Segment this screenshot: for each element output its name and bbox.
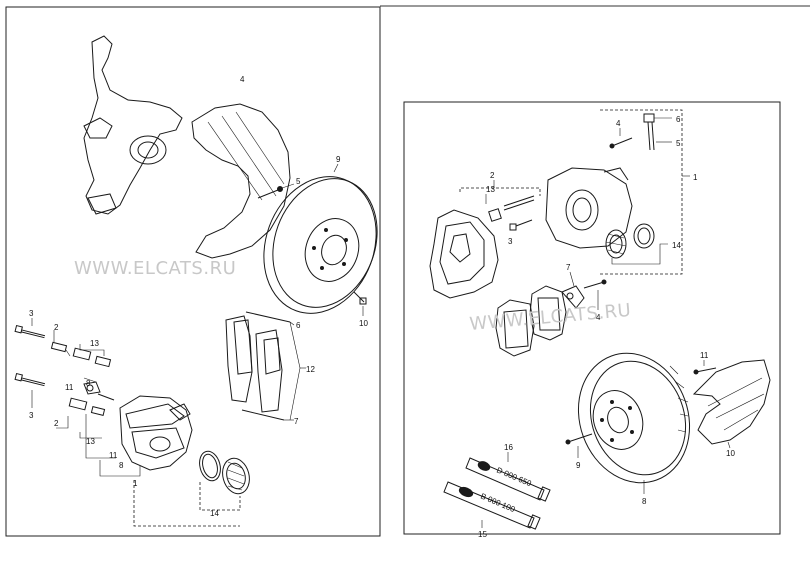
left-splash-shield [191,103,291,259]
left-callout: 8 [86,379,91,388]
right-callout: 6 [676,115,681,124]
right-carrier-bracket [429,209,499,299]
right-bleeder-screw [643,113,672,151]
left-callout: 11 [109,451,118,460]
right-piston-seal [605,223,668,265]
right-brake-pads [495,271,585,357]
left-brake-pads [225,311,306,421]
left-panel-frame [5,6,381,537]
left-screw-5 [257,183,295,199]
left-callout: 3 [29,309,34,318]
tube-bottom-label: B 000 100 [479,492,517,515]
right-callout: 3 [508,237,513,246]
left-panel: WWW.ELCATS.RU 4 9 5 10 3 2 13 6 8 12 11 … [5,6,381,537]
right-panel-frame [403,101,781,535]
right-panel: D 000 650 B 000 100 WWW.ELCATS.RU 6 4 5 … [403,101,781,539]
left-piston-seal [199,450,250,495]
right-splash-shield [692,359,771,449]
left-callout: 1 [133,479,138,488]
left-callout: 11 [65,383,74,392]
left-callout: 7 [294,417,299,426]
left-bolts-3 [14,318,46,408]
left-callout: 13 [90,339,99,348]
left-callout: 8 [119,461,124,470]
tube-top-label: D 000 650 [495,466,533,489]
right-callout: 2 [490,171,495,180]
right-callout: 11 [700,351,709,360]
right-caliper [545,167,633,249]
right-callout: 13 [486,185,495,194]
right-callout: 10 [726,449,735,458]
right-callout: 9 [576,461,581,470]
right-callout: 1 [693,173,698,182]
left-callout: 14 [210,509,219,518]
right-bolt-4-lower [583,279,607,310]
left-callout: 3 [29,411,34,420]
left-callout: 4 [240,75,245,84]
grease-tube-15: B 000 100 [443,481,541,530]
steering-knuckle [83,35,183,215]
right-bolt-9 [565,433,593,458]
left-bolt-10 [353,291,367,316]
right-callout: 8 [642,497,647,506]
left-brake-disc [263,163,378,314]
right-callout: 4 [616,119,621,128]
right-guide-pins [459,180,541,231]
left-guide-sleeves [50,341,115,416]
right-callout: 5 [676,139,681,148]
watermark-left: WWW.ELCATS.RU [74,258,236,279]
grease-tube-16: D 000 650 [465,452,551,502]
right-callout: 14 [672,241,681,250]
left-callout: 2 [54,419,59,428]
left-callout: 2 [54,323,59,332]
left-callout: 5 [296,177,301,186]
left-caliper [119,395,193,471]
right-callout: 4 [596,313,601,322]
right-callout: 15 [478,530,487,539]
left-callout: 9 [336,155,341,164]
left-callout: 12 [306,365,315,374]
right-brake-disc [577,352,691,494]
right-callout: 16 [504,443,513,452]
right-screw-11 [693,360,717,375]
left-callout: 13 [86,437,95,446]
right-callout: 7 [566,263,571,272]
left-callout: 6 [296,321,301,330]
left-callout: 10 [359,319,368,328]
right-bolt-4-top [609,128,633,149]
